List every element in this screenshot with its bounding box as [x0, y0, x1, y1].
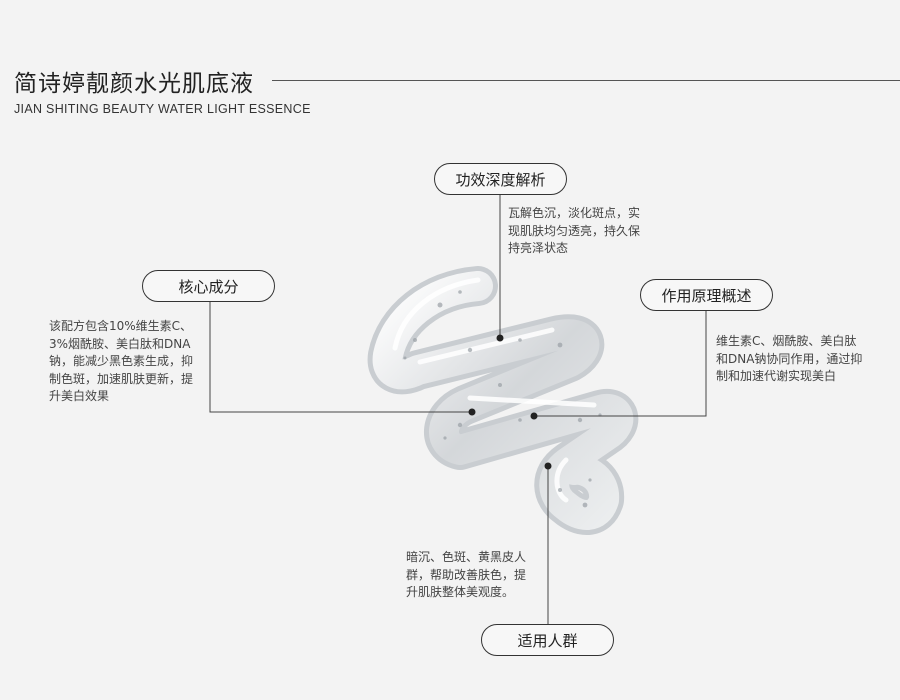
- mechanism-connector: [534, 310, 707, 417]
- efficacy-marker-dot: [496, 334, 504, 342]
- mechanism-marker-dot: [530, 412, 538, 420]
- mechanism-line: 维生素C、烟酰胺、美白肽: [716, 334, 857, 348]
- mechanism-label-pill: 作用原理概述: [640, 279, 773, 311]
- ingredients-line: 升美白效果: [49, 389, 110, 403]
- gel-bubbles: [403, 290, 602, 508]
- mechanism-description: 维生素C、烟酰胺、美白肽 和DNA钠协同作用，通过抑 制和加速代谢实现美白: [716, 333, 862, 386]
- mechanism-line: 和DNA钠协同作用，通过抑: [716, 351, 863, 366]
- gel-texture-swatch: [367, 266, 639, 535]
- efficacy-label-pill: 功效深度解析: [434, 163, 567, 195]
- ingredients-line: 该配方包含10%维生素C、: [49, 319, 193, 333]
- page-title: 简诗婷靓颜水光肌底液: [14, 71, 254, 97]
- audience-line: 暗沉、色斑、黄黑皮人: [406, 550, 527, 564]
- audience-description: 暗沉、色斑、黄黑皮人 群，帮助改善肤色，提 升肌肤整体美观度。: [406, 549, 526, 602]
- ingredients-description: 该配方包含10%维生素C、 3%烟酰胺、美白肽和DNA 钠，能减少黑色素生成，抑…: [49, 318, 193, 406]
- audience-line: 升肌肤整体美观度。: [406, 585, 515, 599]
- audience-line: 群，帮助改善肤色，提: [406, 567, 527, 582]
- ingredients-line: 制色斑，加速肌肤更新，提: [49, 371, 194, 386]
- ingredients-line: 3%烟酰胺、美白肽和DNA: [49, 336, 191, 351]
- efficacy-description: 瓦解色沉，淡化斑点，实 现肌肤均匀透亮，持久保 持亮泽状态: [508, 205, 640, 258]
- ingredients-line: 钠，能减少黑色素生成，抑: [49, 354, 194, 368]
- mechanism-label: 作用原理概述: [661, 286, 752, 305]
- efficacy-line: 现肌肤均匀透亮，持久保: [508, 223, 641, 238]
- efficacy-line: 瓦解色沉，淡化斑点，实: [508, 206, 641, 220]
- efficacy-line: 持亮泽状态: [508, 241, 569, 255]
- ingredients-label-pill: 核心成分: [142, 270, 275, 302]
- ingredients-label: 核心成分: [178, 277, 239, 296]
- ingredients-marker-dot: [468, 408, 476, 416]
- efficacy-label: 功效深度解析: [455, 170, 546, 189]
- audience-label-pill: 适用人群: [481, 624, 614, 656]
- audience-label: 适用人群: [517, 631, 578, 650]
- audience-marker-dot: [544, 462, 552, 470]
- mechanism-line: 制和加速代谢实现美白: [716, 369, 837, 383]
- page-subtitle: JIAN SHITING BEAUTY WATER LIGHT ESSENCE: [14, 102, 311, 116]
- title-divider: [272, 80, 900, 81]
- ingredients-connector: [209, 302, 470, 413]
